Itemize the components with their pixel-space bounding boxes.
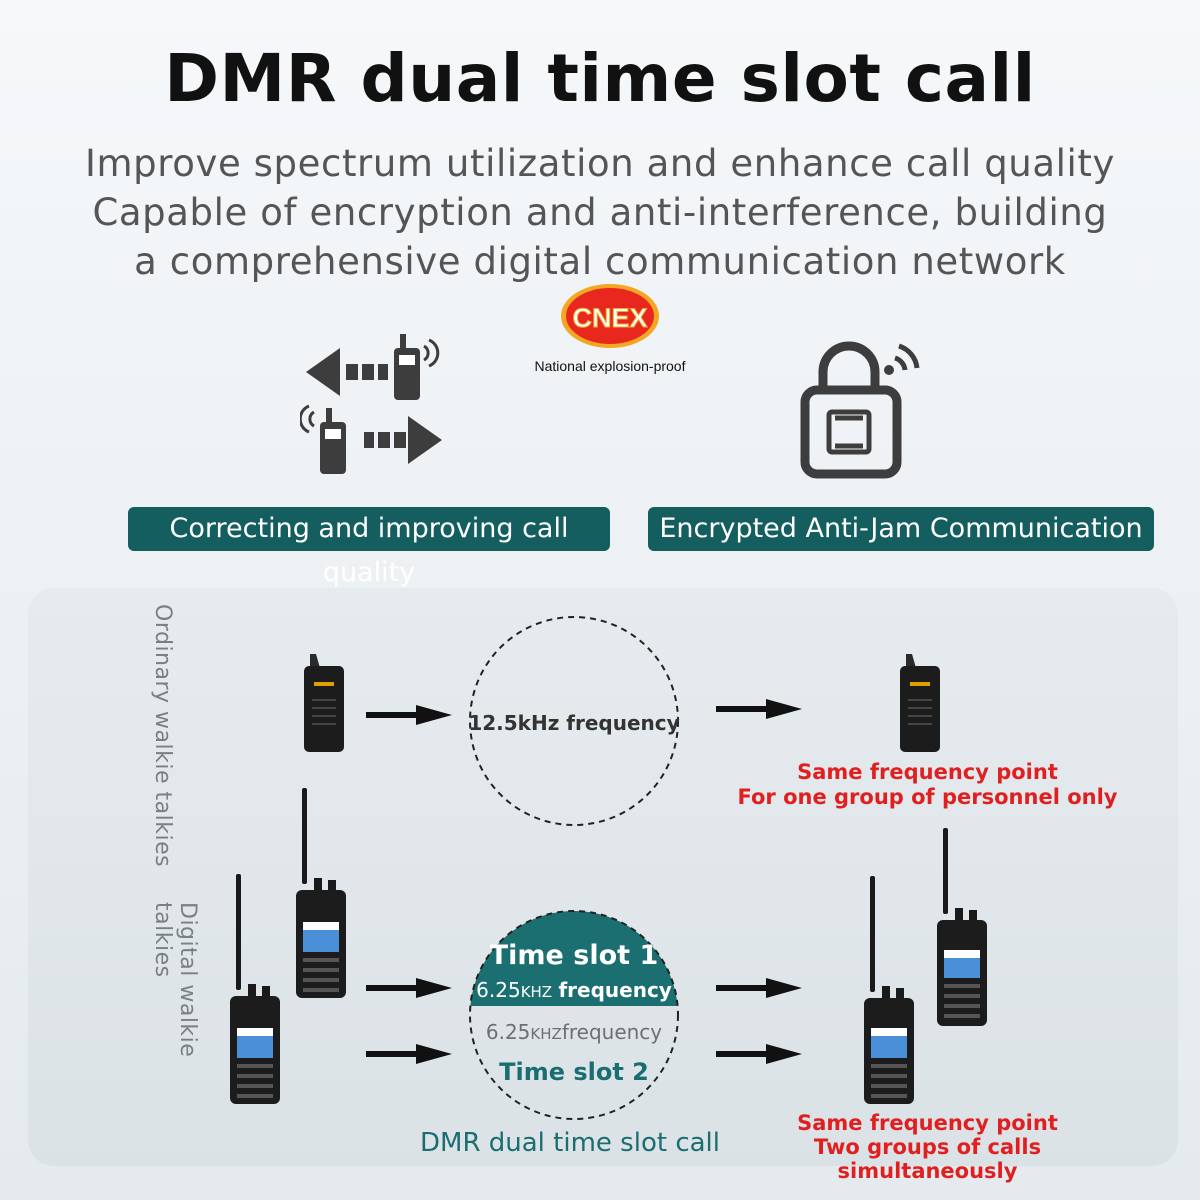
arrow-ordinary-in [366,703,452,727]
arrow-ordinary-out [716,697,802,721]
two-way-radio-exchange-icon [298,328,450,478]
digital-radio-sender-1 [292,788,350,1000]
page-title: DMR dual time slot call [164,40,1036,117]
digital-walkie-label: Digital walkie talkies [150,902,200,1058]
slot1-freq-word: frequency [558,978,672,1002]
ordinary-frequency-label: 12.5kHz frequency [468,711,680,735]
lock-wireless-icon [795,330,935,480]
ordinary-radio-receiver [896,652,944,754]
diagram-panel [28,588,1178,1166]
ordinary-radio-sender [300,652,348,754]
cnex-logo: CNEX [560,283,660,349]
slot1-freq-num: 6.25 [476,978,521,1002]
slot2-title: Time slot 2 [499,1058,649,1086]
time-slot-circle [466,908,682,1122]
slot2-frequency: 6.25KHZfrequency [466,1020,682,1044]
digital-radio-sender-2 [226,874,284,1106]
logo-caption: National explosion-proof [534,358,686,374]
subtitle-line-2: Capable of encryption and anti-interfere… [92,191,1108,234]
slot1-frequency: 6.25KHZ frequency [466,978,682,1002]
slot1-title: Time slot 1 [489,940,659,971]
slot2-freq-unit: KHZ [530,1025,562,1043]
feature-badge-call-quality: Correcting and improving call quality [128,507,610,588]
slot1-freq-unit: KHZ [520,983,553,1001]
ordinary-frequency-circle [467,614,681,828]
feature-badge-encrypted: Encrypted Anti-Jam Communication [648,507,1154,551]
arrow-slot2-out [716,1042,802,1066]
arrow-slot2-in [366,1042,452,1066]
ordinary-note-line-1: Same frequency point [797,760,1058,784]
ordinary-note-line-2: For one group of personnel only [737,785,1118,809]
slot2-freq-num: 6.25 [485,1020,531,1044]
dmr-caption: DMR dual time slot call [419,1128,720,1158]
subtitle-line-3: a comprehensive digital communication ne… [134,240,1066,283]
arrow-slot1-out [716,976,802,1000]
digital-radio-receiver-1 [933,828,991,1028]
ordinary-walkie-label: Ordinary walkie talkies [150,604,175,868]
arrow-slot1-in [366,976,452,1000]
slot2-freq-word: frequency [561,1020,663,1044]
digital-note-line-2: Two groups of calls simultaneously [813,1135,1042,1183]
cnex-logo-text: CNEX [572,303,647,333]
digital-radio-receiver-2 [860,876,918,1106]
digital-note-line-1: Same frequency point [797,1111,1058,1135]
subtitle-line-1: Improve spectrum utilization and enhance… [84,142,1115,185]
